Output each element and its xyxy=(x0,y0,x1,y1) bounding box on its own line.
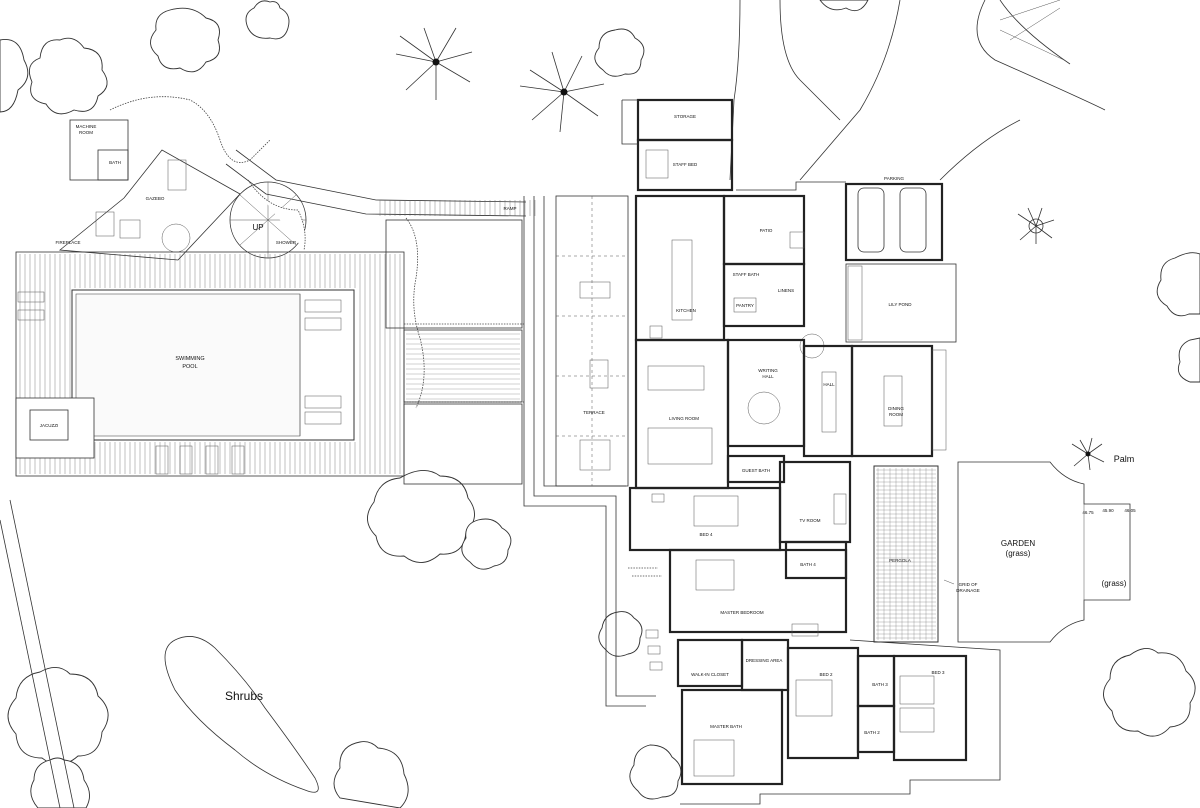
tree-top-left xyxy=(28,37,108,115)
left-road xyxy=(0,499,75,808)
ramp-label: RAMP xyxy=(503,206,516,211)
pergola-label: PERGOLA xyxy=(889,558,911,563)
tree-center-right xyxy=(461,518,512,570)
machine-room-label-2: ROOM xyxy=(79,130,93,135)
hedges xyxy=(109,96,662,577)
guest-bath-label: GUEST BATH xyxy=(742,468,770,473)
tree-top-left-edge xyxy=(0,38,29,113)
gazebo-bath-label: BATH xyxy=(109,160,121,165)
hall-label: HALL xyxy=(823,382,835,387)
up-label: UP xyxy=(252,223,263,232)
tree-gazebo xyxy=(229,181,307,259)
tree-bottom-right xyxy=(1103,648,1196,737)
lawn-strips xyxy=(385,219,523,485)
tree-right-1 xyxy=(1156,252,1200,317)
tree-bottom-left-2 xyxy=(30,757,90,808)
pool-deck: SWIMMING POOL JACUZZI xyxy=(15,251,405,477)
shrubs-bed: Shrubs xyxy=(164,636,319,793)
tree-bottom-center xyxy=(333,741,409,808)
living-room-label: LIVING ROOM xyxy=(669,416,699,421)
tv-room-label: TV ROOM xyxy=(800,518,821,523)
palm-tree-1 xyxy=(395,27,473,100)
terrace-label: TERRACE xyxy=(583,410,605,415)
pool-label-1: SWIMMING xyxy=(175,356,204,362)
shrubs-label: Shrubs xyxy=(225,689,263,703)
tree-near-master-1 xyxy=(598,611,643,657)
tree-top-center-2 xyxy=(245,0,290,40)
staff-bed-label: STAFF BED xyxy=(673,162,698,167)
gazebo: MACHINE ROOM BATH GAZEBO FIREPLACE SHOWE… xyxy=(55,119,297,261)
linens-label: LINENS xyxy=(778,288,794,293)
patio-label: PATIO xyxy=(760,228,773,233)
dining-room-label-2: ROOM xyxy=(889,412,903,417)
access-road xyxy=(729,0,1106,181)
elevation-3: 46.05 xyxy=(1124,508,1136,513)
master-bath-label: MASTER BATH xyxy=(710,724,742,729)
bath-4-label: BATH 4 xyxy=(800,562,816,567)
pool-label-2: POOL xyxy=(182,364,197,370)
elevation-2: 45.90 xyxy=(1102,508,1114,513)
parking-label: PARKING xyxy=(884,176,904,181)
bed-2-label: BED 2 xyxy=(819,672,833,677)
tree-top-center-1 xyxy=(150,7,220,73)
gazebo-label: GAZEBO xyxy=(146,196,165,201)
bed-3-label: BED 3 xyxy=(931,670,945,675)
palm-label: Palm xyxy=(1114,454,1135,464)
tree-center-large xyxy=(367,470,475,563)
garden-sub-label: (grass) xyxy=(1006,549,1031,558)
garden-label: GARDEN xyxy=(1001,539,1035,548)
dining-room-label-1: DINING xyxy=(888,406,904,411)
walkway: RAMP xyxy=(225,149,536,217)
palm-tree-3 xyxy=(1017,207,1055,244)
kitchen-label: KITCHEN xyxy=(676,308,696,313)
storage-label: STORAGE xyxy=(674,114,696,119)
machine-room-label-1: MACHINE xyxy=(76,124,97,129)
grid-drainage-label-2: DRAINAGE xyxy=(956,588,980,593)
shower-label: SHOWER xyxy=(276,240,297,245)
tree-bottom-left xyxy=(7,667,109,765)
bed-4-label: BED 4 xyxy=(699,532,713,537)
dressing-area-label: DRESSING AREA xyxy=(746,658,783,663)
writing-hall-label-2: HALL xyxy=(762,374,774,379)
lily-pond-label: LILY POND xyxy=(888,302,912,307)
elevation-1: 46.75 xyxy=(1082,510,1094,515)
tree-top-right-1 xyxy=(819,0,869,12)
walk-in-closet-label: WALK-IN CLOSET xyxy=(691,672,729,677)
staff-bath-label: STAFF BATH xyxy=(733,272,760,277)
bath-3-label: BATH 3 xyxy=(872,682,888,687)
writing-hall-label-1: WRITING xyxy=(758,368,778,373)
tree-near-master-2 xyxy=(629,744,682,800)
garden: 46.75 45.90 46.05 GARDEN (grass) (grass)… xyxy=(943,461,1136,643)
fireplace-label: FIREPLACE xyxy=(55,240,80,245)
master-bedroom-label: MASTER BEDROOM xyxy=(720,610,764,615)
bath-2-label: BATH 2 xyxy=(864,730,880,735)
palm-tree-2 xyxy=(519,51,605,133)
grass-label: (grass) xyxy=(1102,579,1127,588)
jacuzzi-label: JACUZZI xyxy=(40,423,59,428)
grid-drainage-label-1: GRID OF xyxy=(959,582,978,587)
pantry-label: PANTRY xyxy=(736,303,754,308)
palm-tree-4 xyxy=(1071,437,1105,471)
stepping-stones xyxy=(645,493,665,671)
house: TERRACE STORAGE STAFF BED KITCHEN PATIO … xyxy=(523,98,1001,805)
tree-right-2 xyxy=(1177,337,1200,383)
tree-top-center-3 xyxy=(594,28,645,77)
